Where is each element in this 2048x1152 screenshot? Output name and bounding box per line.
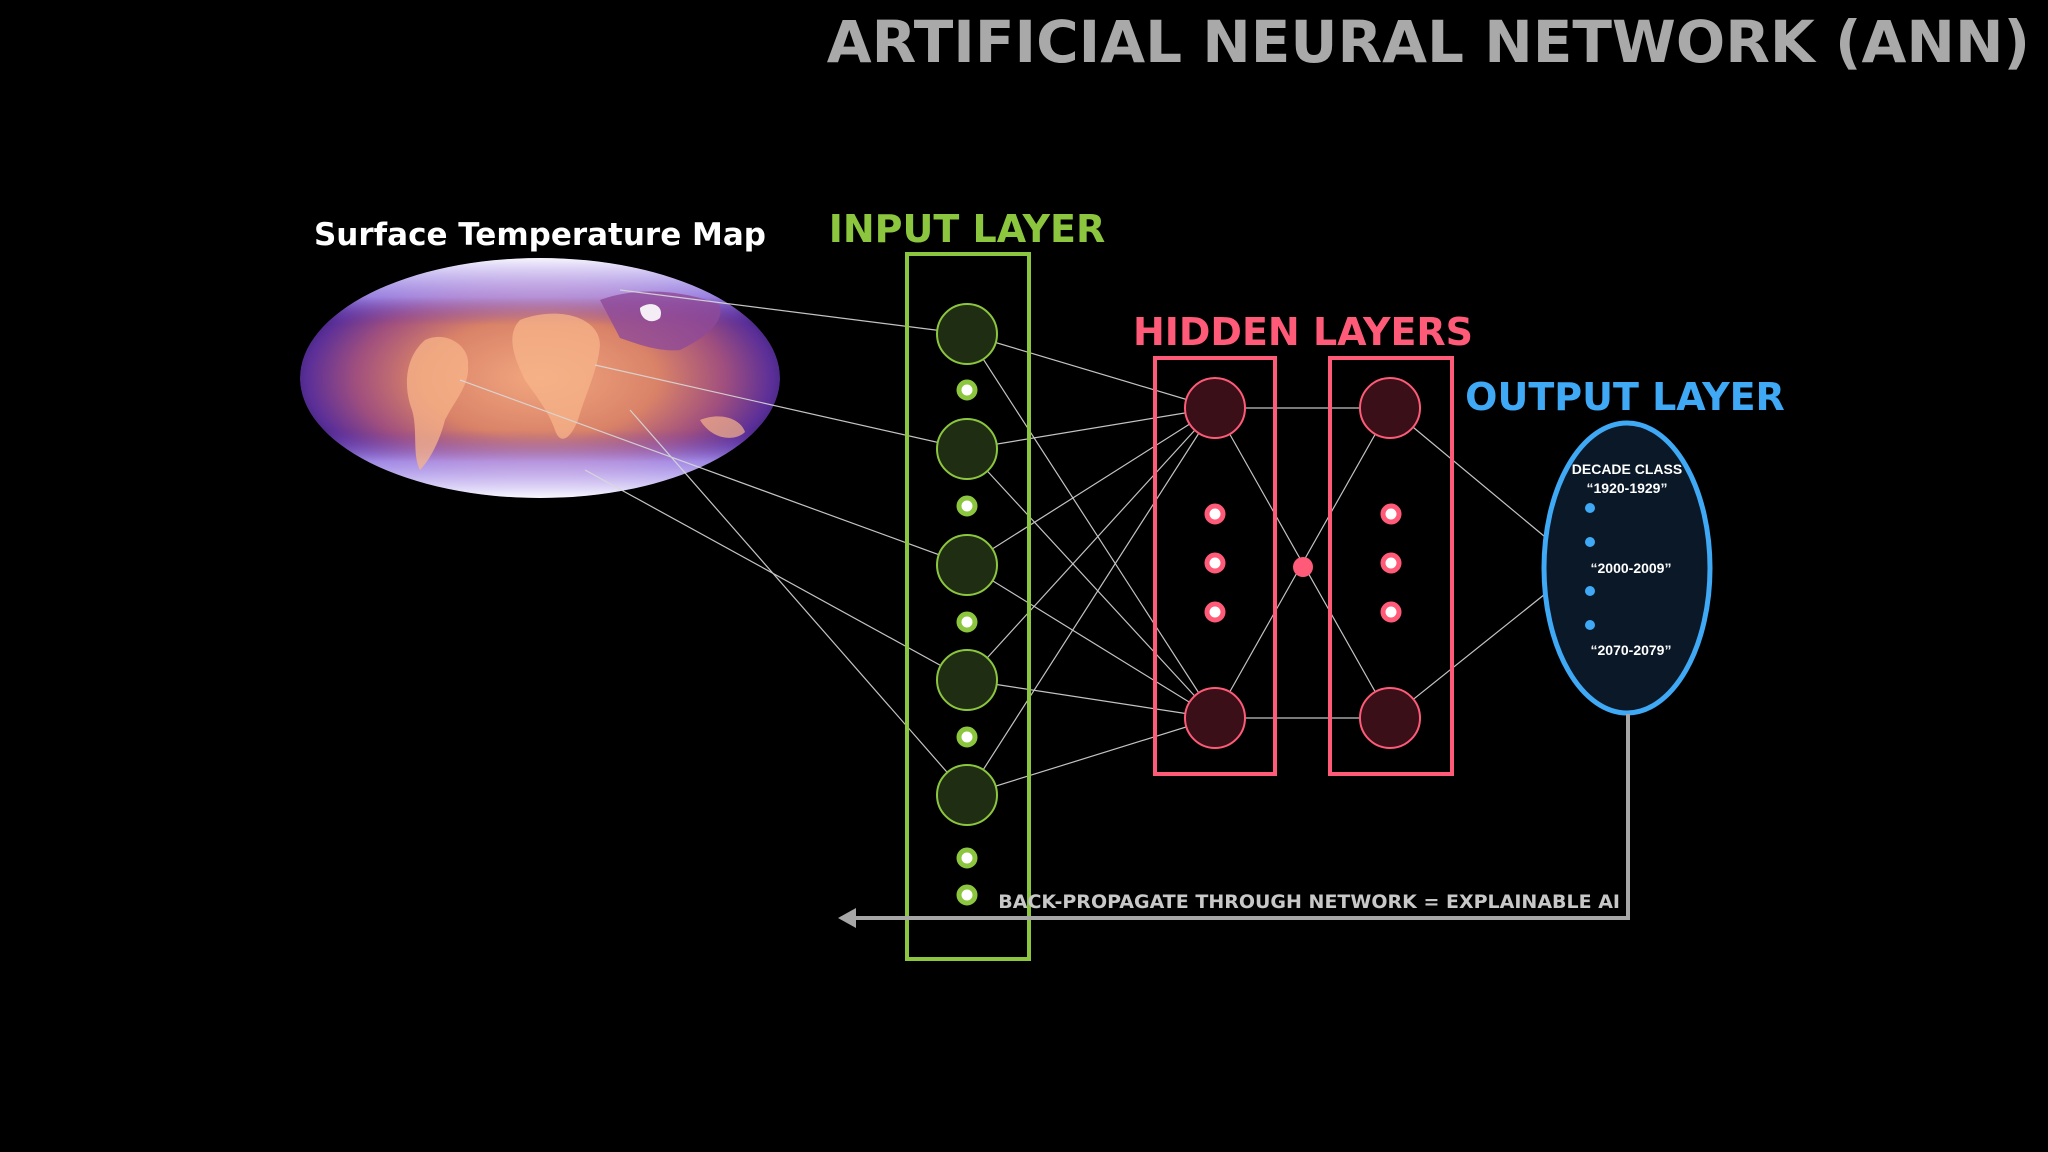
hidden-node — [1184, 687, 1246, 749]
input-layer-box — [905, 252, 1031, 961]
output-class-label: “2000-2009” — [1591, 560, 1672, 576]
output-layer-label: OUTPUT LAYER — [1465, 375, 1785, 419]
hidden-node — [1359, 687, 1421, 749]
hidden-node — [1184, 377, 1246, 439]
output-layer-ellipse — [1541, 420, 1713, 716]
output-class-label: “1920-1929” — [1587, 480, 1668, 496]
between-layers-dot — [1293, 557, 1313, 577]
output-class-heading: DECADE CLASS — [1572, 461, 1682, 477]
input-node — [936, 764, 998, 826]
backprop-arrowhead — [838, 908, 856, 928]
page-title: ARTIFICIAL NEURAL NETWORK (ANN) — [827, 8, 2030, 76]
input-node — [936, 534, 998, 596]
input-node — [936, 303, 998, 365]
hidden-layer-1-box — [1153, 356, 1277, 776]
hidden-nodes — [1184, 377, 1421, 749]
output-class-label: “2070-2079” — [1591, 642, 1672, 658]
input-ellipsis-dots — [956, 379, 978, 906]
output-ellipsis-dots — [1585, 503, 1595, 630]
input-node — [936, 418, 998, 480]
input-nodes — [936, 303, 998, 826]
hidden-layers-label: HIDDEN LAYERS — [1133, 310, 1473, 354]
input-node — [936, 649, 998, 711]
backprop-label: BACK-PROPAGATE THROUGH NETWORK = EXPLAIN… — [998, 891, 1620, 913]
hidden-ellipsis-dots — [1204, 503, 1402, 623]
input-layer-label: INPUT LAYER — [829, 207, 1106, 251]
surface-temperature-map — [300, 258, 780, 498]
backprop-arrow — [850, 714, 1630, 920]
hidden-node — [1359, 377, 1421, 439]
hidden-layer-2-box — [1328, 356, 1454, 776]
map-label: Surface Temperature Map — [314, 217, 766, 253]
